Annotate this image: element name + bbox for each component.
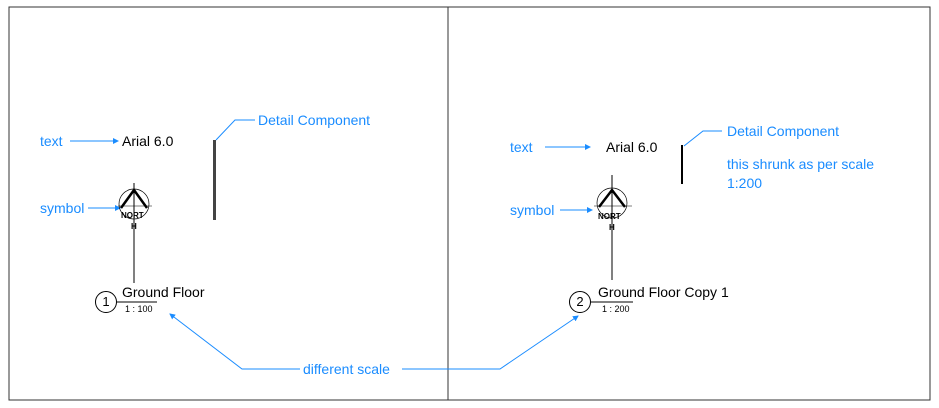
north-text-right: NORT bbox=[598, 212, 621, 221]
north-symbol-right bbox=[594, 175, 632, 280]
detail-annotation-left: Detail Component bbox=[258, 112, 371, 128]
view-scale-right: 1 : 200 bbox=[602, 304, 630, 314]
leaders-right bbox=[402, 130, 722, 370]
north-text-left-2: H bbox=[131, 222, 137, 231]
view-number-right: 2 bbox=[569, 291, 591, 313]
view-title-right[interactable]: Ground Floor Copy 1 bbox=[598, 284, 729, 300]
detail-component-right bbox=[681, 145, 683, 184]
text-annotation-right: text bbox=[510, 139, 533, 155]
north-text-right-2: H bbox=[609, 223, 615, 232]
view-title-left[interactable]: Ground Floor bbox=[122, 284, 205, 300]
north-text-left: NORT bbox=[121, 211, 144, 220]
detail-note-right-2: 1:200 bbox=[727, 175, 763, 191]
detail-annotation-right: Detail Component bbox=[727, 123, 840, 139]
text-sample-left: Arial 6.0 bbox=[122, 133, 174, 149]
view-scale-left: 1 : 100 bbox=[125, 304, 153, 314]
north-symbol-left bbox=[118, 183, 152, 283]
different-scale-annotation: different scale bbox=[303, 361, 390, 377]
leaders-left bbox=[70, 119, 300, 370]
detail-note-right: this shrunk as per scale bbox=[727, 156, 875, 172]
view-number-left: 1 bbox=[95, 291, 117, 313]
sheet-border bbox=[8, 6, 931, 401]
text-annotation-left: text bbox=[40, 133, 63, 149]
text-sample-right: Arial 6.0 bbox=[606, 139, 658, 155]
detail-component-left bbox=[213, 140, 216, 220]
symbol-annotation-right: symbol bbox=[510, 202, 555, 218]
symbol-annotation-left: symbol bbox=[40, 200, 85, 216]
